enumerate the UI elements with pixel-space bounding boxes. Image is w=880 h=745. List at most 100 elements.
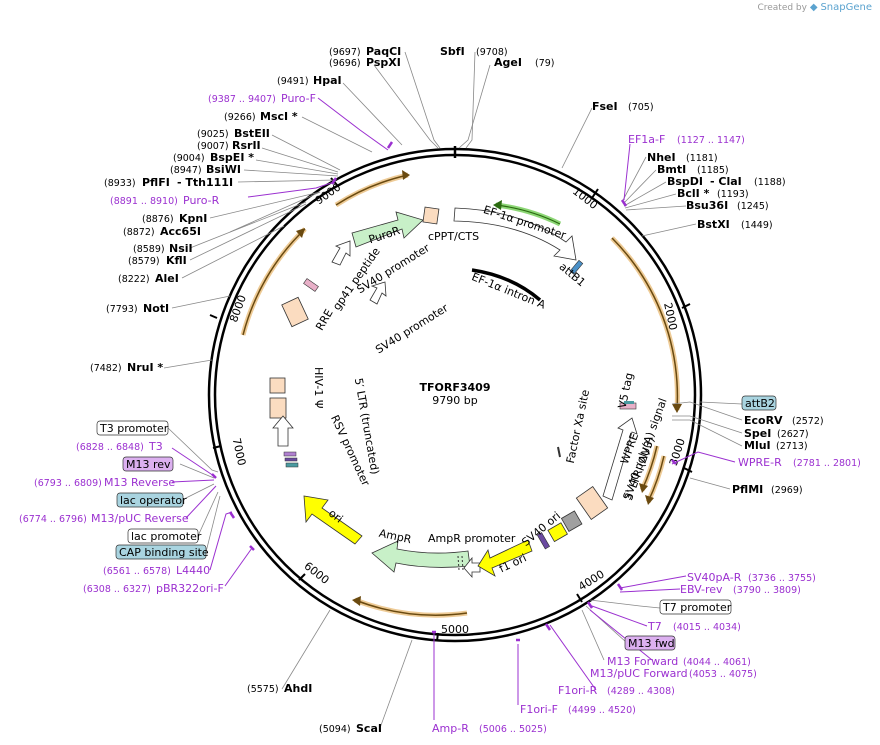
t3-promoter-label: T3 promoter xyxy=(99,422,169,435)
lac-cluster-markers xyxy=(283,451,299,468)
noti-label: NotI xyxy=(143,302,169,315)
bspdi-pos: (1188) xyxy=(754,177,786,188)
ahdi-label: AhdI xyxy=(284,682,312,695)
ltr5-box-1 xyxy=(269,377,286,394)
f1-ori-arrow xyxy=(477,539,533,577)
l4440-range: (6561 .. 6578) xyxy=(103,566,171,577)
lac-operator-label: lac operator xyxy=(120,494,187,507)
m13-puc-forward-label: M13/pUC Forward xyxy=(590,667,688,680)
snapgene-logo-icon: ◆ xyxy=(809,2,818,13)
ltr3-box xyxy=(575,486,609,520)
attb1-label: attB1 xyxy=(557,260,588,289)
lac-promoter-box: lac promoter xyxy=(127,528,202,544)
bcli-label: BclI * xyxy=(677,187,710,200)
msci-pos: (9266) xyxy=(224,112,256,123)
primer-lines xyxy=(171,97,736,720)
bspei-pos: (9004) xyxy=(173,153,205,164)
t7-label: T7 xyxy=(647,620,662,633)
m13-rev-label: M13 rev xyxy=(126,458,171,471)
sv40pa-r-range: (3736 .. 3755) xyxy=(748,573,816,584)
m13-puc-reverse-label: M13/pUC Reverse xyxy=(91,512,189,525)
ampr-promoter-label: AmpR promoter xyxy=(428,532,516,545)
attb2-box: attB2 xyxy=(741,395,777,411)
bspdi-alias: - ClaI xyxy=(710,175,742,188)
bsteii-pos: (9025) xyxy=(197,129,229,140)
sbfi-pos: (9708) xyxy=(476,47,508,58)
ecorv-label: EcoRV xyxy=(744,414,783,427)
bsteii-label: BstEII xyxy=(234,127,270,140)
primer-ticks xyxy=(211,141,677,642)
nsii-label: NsiI xyxy=(169,242,193,255)
bcli-pos: (1193) xyxy=(717,189,749,200)
lac-promoter-label: lac promoter xyxy=(131,530,202,543)
t7-promoter-box: T7 promoter xyxy=(659,599,732,615)
nhei-label: NheI xyxy=(647,151,676,164)
gp41-marker xyxy=(303,278,319,292)
cppt-box xyxy=(422,206,440,225)
plasmid-size: 9790 bp xyxy=(432,394,477,407)
puror-arrow xyxy=(351,211,424,248)
spei-pos: (2627) xyxy=(777,429,809,440)
ef1a-promoter-arrow xyxy=(453,207,577,261)
spei-label: SpeI xyxy=(744,427,771,440)
cppt-label: cPPT/CTS xyxy=(428,230,479,243)
pflfi-label: PflFI xyxy=(142,176,170,189)
ef1a-intron-bar xyxy=(471,268,542,302)
hpai-label: HpaI xyxy=(313,74,342,87)
bsiwi-pos: (8947) xyxy=(170,165,202,176)
bsu36i-pos: (1245) xyxy=(737,201,769,212)
plasmid-backbone xyxy=(207,146,703,643)
rsrii-pos: (9007) xyxy=(197,141,229,152)
kpni-label: KpnI xyxy=(179,212,207,225)
ltr3-grey-box xyxy=(560,510,583,532)
sv40-polya-box xyxy=(547,522,568,543)
bmti-pos: (1185) xyxy=(697,165,729,176)
bsu36i-label: Bsu36I xyxy=(686,199,728,212)
t3-range: (6828 .. 6848) xyxy=(76,442,144,453)
noti-pos: (7793) xyxy=(106,304,138,315)
sbfi-label: SbfI xyxy=(440,45,465,58)
pflmi-pos: (2969) xyxy=(771,485,803,496)
cap-binding-site-box: CAP binding site xyxy=(115,544,209,560)
m13-forward-label: M13 Forward xyxy=(607,655,678,668)
puro-r-label: Puro-R xyxy=(183,194,220,207)
wpre-arrow xyxy=(602,417,638,501)
t7-promoter-label: T7 promoter xyxy=(662,601,732,614)
t7-range: (4015 .. 4034) xyxy=(673,622,741,633)
rsrii-label: RsrII xyxy=(232,139,261,152)
l4440-label: L4440 xyxy=(176,564,210,577)
bmti-label: BmtI xyxy=(657,163,686,176)
scai-pos: (5094) xyxy=(319,724,351,735)
credit-brand: SnapGene xyxy=(820,2,872,13)
sv40-ori-marker xyxy=(536,532,551,550)
nsii-pos: (8589) xyxy=(133,244,165,255)
m13-forward-range: (4044 .. 4061) xyxy=(683,657,751,668)
m13-puc-forward-range: (4053 .. 4075) xyxy=(689,669,757,680)
m13-puc-reverse-range: (6774 .. 6796) xyxy=(19,514,87,525)
lac-operator-box: lac operator xyxy=(116,492,187,508)
nhei-pos: (1181) xyxy=(686,153,718,164)
nrui-pos: (7482) xyxy=(90,363,122,374)
sv40pa-r-label: SV40pA-R xyxy=(687,571,742,584)
snapgene-credit: Created by ◆ SnapGene xyxy=(757,2,872,13)
t3-promoter-box: T3 promoter xyxy=(96,420,169,436)
m13-fwd-box: M13 fwd xyxy=(624,635,676,651)
pspxi-label: PspXI xyxy=(366,56,401,69)
ef1a-f-range: (1127 .. 1147) xyxy=(677,135,745,146)
sv40-promoter-1-arrow xyxy=(331,240,351,266)
attb1-marker xyxy=(569,259,584,275)
hpai-pos: (9491) xyxy=(277,76,309,87)
ebv-rev-range: (3790 .. 3809) xyxy=(733,585,801,596)
f1ori-r-range: (4289 .. 4308) xyxy=(607,686,675,697)
agei-pos: (79) xyxy=(535,58,555,69)
site-labels: (9697) PaqCI SbfI (9708) (9696) PspXI Ag… xyxy=(90,45,824,735)
primer-labels: (9387 .. 9407) Puro-F (8891 .. 8910) Pur… xyxy=(19,92,861,735)
ef1a-f-label: EF1a-F xyxy=(628,133,665,146)
mlui-pos: (2713) xyxy=(776,441,808,452)
bspdi-label: BspDI xyxy=(667,175,703,188)
ampr-arrow xyxy=(371,540,471,573)
pbr322ori-f-label: pBR322ori-F xyxy=(156,582,224,595)
f1ori-r-label: F1ori-R xyxy=(558,684,598,697)
tick-label-5000: 5000 xyxy=(441,623,469,636)
